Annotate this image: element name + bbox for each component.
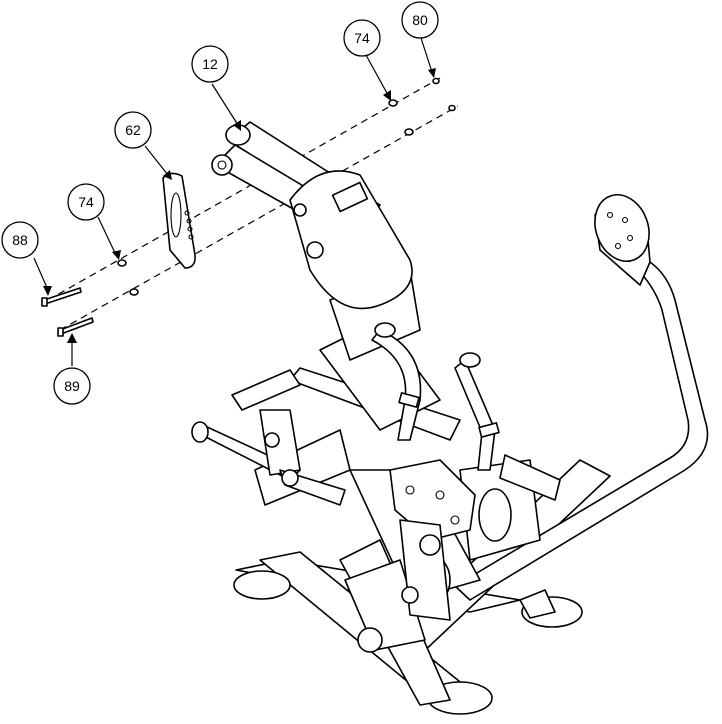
foot-plate <box>594 194 650 262</box>
callout-74-left: 74 <box>67 183 105 221</box>
leader-lines <box>33 37 436 366</box>
washer-74 <box>117 259 127 267</box>
rear-arm-assembly <box>454 194 709 601</box>
callout-12: 12 <box>191 45 229 83</box>
callout-label: 80 <box>412 12 428 28</box>
nut-80 <box>432 77 440 85</box>
upper-pad <box>289 170 413 310</box>
foot-pad <box>233 570 291 600</box>
washer <box>404 128 414 136</box>
handle-end-cap <box>191 421 209 443</box>
callout-80: 80 <box>401 1 439 39</box>
bolts <box>41 287 94 337</box>
handle-tubes <box>371 322 500 471</box>
callout-label: 74 <box>78 194 94 210</box>
pivot-bracket <box>389 459 476 621</box>
callout-label: 89 <box>64 378 80 394</box>
callout-88: 88 <box>1 221 39 259</box>
washer <box>129 288 139 296</box>
callout-74-right: 74 <box>343 19 381 57</box>
left-rails <box>191 369 351 506</box>
callout-89: 89 <box>53 367 91 405</box>
hardware <box>117 77 456 296</box>
callout-label: 88 <box>12 232 28 248</box>
bolt-89 <box>59 317 94 335</box>
callout-label: 62 <box>125 122 141 138</box>
upper-arm-part-12 <box>211 121 413 310</box>
callout-label: 12 <box>202 56 218 72</box>
callout-label: 74 <box>354 30 370 46</box>
assembly-axis-lines <box>47 77 459 331</box>
washer-74 <box>388 99 398 107</box>
nut <box>448 104 456 112</box>
callout-62: 62 <box>114 111 152 149</box>
slotted-plate-part-62 <box>162 172 196 269</box>
